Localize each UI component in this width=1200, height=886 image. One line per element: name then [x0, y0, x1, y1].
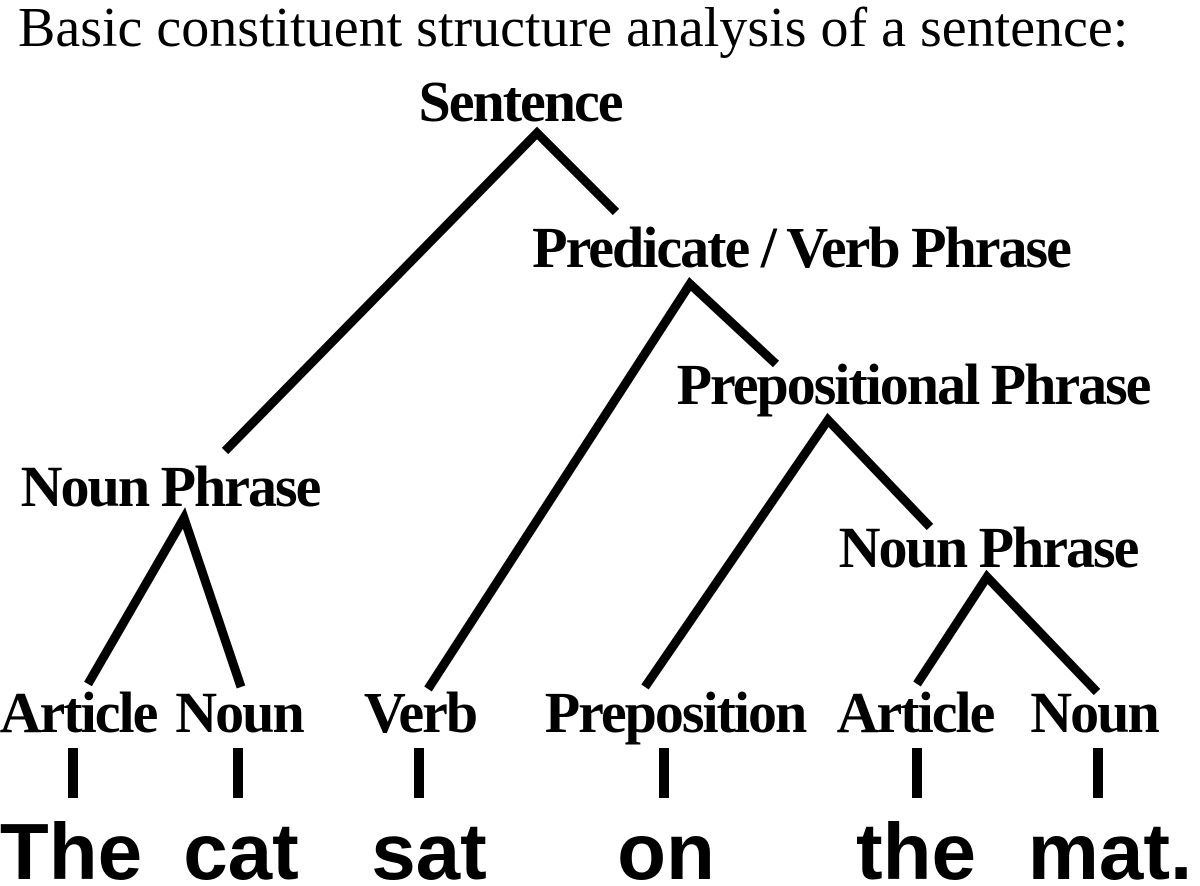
- node-sentence: Sentence: [418, 69, 623, 134]
- word-mat: mat.: [1027, 807, 1193, 886]
- branch-predicate-verb-phrase: [424, 277, 780, 692]
- pos-article-2: Article: [836, 680, 996, 745]
- word-link-tick-the-1: [68, 748, 78, 798]
- pos-noun-1: Noun: [175, 680, 304, 745]
- word-link-tick-the-2: [912, 748, 922, 798]
- pos-verb: Verb: [363, 680, 478, 745]
- word-cat: cat: [183, 807, 299, 886]
- word-link-tick-cat: [233, 748, 243, 798]
- word-the-2: the: [856, 807, 976, 886]
- pos-preposition: Preposition: [544, 680, 807, 745]
- word-link-tick-mat: [1093, 748, 1103, 798]
- node-noun-phrase-right: Noun Phrase: [838, 515, 1140, 580]
- node-predicate-verb-phrase: Predicate / Verb Phrase: [532, 215, 1072, 280]
- branch-sentence: [221, 126, 620, 455]
- word-link-tick-sat: [414, 748, 424, 798]
- word-on: on: [617, 807, 715, 886]
- node-prepositional-phrase: Prepositional Phrase: [676, 352, 1152, 417]
- word-sat: sat: [371, 807, 487, 886]
- word-link-tick-on: [659, 748, 669, 798]
- pos-noun-2: Noun: [1030, 680, 1159, 745]
- branch-noun-phrase-left: [84, 507, 246, 689]
- branch-noun-phrase-right: [913, 569, 1101, 696]
- node-noun-phrase-left: Noun Phrase: [20, 454, 322, 519]
- branch-prepositional-phrase: [641, 412, 934, 690]
- word-the-1: The: [0, 807, 143, 886]
- pos-article-1: Article: [0, 680, 158, 745]
- diagram-title: Basic constituent structure analysis of …: [18, 0, 1129, 59]
